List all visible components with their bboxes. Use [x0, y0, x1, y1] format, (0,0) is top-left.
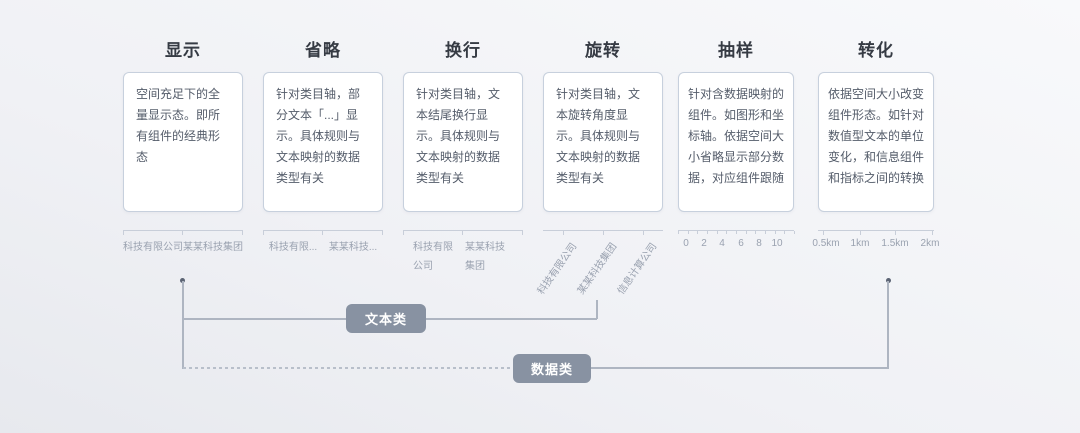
axis-label: 科技有限公司 — [123, 242, 183, 253]
axis-label: 1km — [850, 238, 870, 249]
strategy-card-transform: 依据空间大小改变组件形态。如针对数值型文本的单位变化，和信息组件和指标之间的转换 — [818, 72, 934, 212]
axis-tick — [687, 231, 689, 234]
connector-vline-right — [887, 281, 889, 369]
axis-label: 10 — [771, 238, 783, 249]
axis-label: 0.5km — [812, 238, 840, 249]
axis-line — [818, 230, 934, 231]
card-description-transform: 依据空间大小改变组件形态。如针对数值型文本的单位变化，和信息组件和指标之间的转换 — [828, 87, 925, 185]
axis-tick — [774, 231, 776, 234]
axis-tick — [403, 231, 404, 235]
connector-vline-left — [182, 281, 184, 369]
axis-tick — [784, 231, 786, 234]
column-display: 显示 空间充足下的全量显示态。即所有组件的经典形态 科技有限公司 某某科技集团 — [123, 0, 243, 433]
data-class-badge: 数据类 — [513, 354, 591, 383]
axis-label: 1.5km — [881, 238, 909, 249]
column-title-linebreak: 换行 — [445, 41, 481, 60]
column-ellipsis: 省略 针对类目轴，部分文本「...」显示。具体规则与文本映射的数据类型有关 科技… — [263, 0, 383, 433]
axis-line — [403, 230, 523, 231]
axis-preview-transform: 0.5km 1km 1.5km 2km — [812, 230, 939, 320]
axis-label: 8 — [756, 238, 762, 249]
axis-label: 科技有限... — [268, 242, 318, 253]
connector-dot-right — [886, 278, 891, 283]
data-class-line — [589, 367, 888, 369]
axis-tick — [794, 231, 795, 234]
axis-label: 0 — [683, 238, 689, 249]
strategy-card-sampling: 针对含数据映射的组件。如图形和坐标轴。依据空间大小省略显示部分数据，对应组件跟随 — [678, 72, 794, 212]
axis-label: 某某科技集团 — [183, 242, 243, 253]
strategy-card-linebreak: 针对类目轴，文本结尾换行显示。具体规则与文本映射的数据类型有关 — [403, 72, 523, 212]
axis-preview-linebreak: 科技有限 公司 某某科技 集团 — [403, 230, 523, 320]
axis-tick — [860, 231, 861, 235]
axis-tick — [697, 231, 699, 234]
axis-tick — [736, 231, 737, 234]
text-class-badge: 文本类 — [346, 304, 426, 333]
axis-tick — [678, 231, 679, 234]
card-description-ellipsis: 针对类目轴，部分文本「...」显示。具体规则与文本映射的数据类型有关 — [276, 87, 361, 185]
axis-line — [263, 230, 383, 231]
axis-tick — [462, 231, 463, 235]
strategy-card-rotate: 针对类目轴，文本旋转角度显示。具体规则与文本映射的数据类型有关 — [543, 72, 663, 212]
axis-tick — [823, 231, 824, 235]
axis-tick — [123, 231, 124, 235]
column-title-ellipsis: 省略 — [305, 41, 341, 60]
axis-line — [543, 230, 663, 231]
axis-tick — [322, 231, 323, 235]
strategy-card-ellipsis: 针对类目轴，部分文本「...」显示。具体规则与文本映射的数据类型有关 — [263, 72, 383, 212]
axis-tick — [382, 231, 383, 235]
axis-preview-display: 科技有限公司 某某科技集团 — [123, 230, 243, 320]
axis-tick — [522, 231, 523, 235]
axis-preview-ellipsis: 科技有限... 某某科技... — [263, 230, 383, 320]
axis-tick — [563, 231, 564, 235]
axis-label: 4 — [719, 238, 725, 249]
axis-tick — [242, 231, 243, 235]
axis-tick — [182, 231, 183, 235]
axis-tick — [932, 231, 933, 235]
axis-line — [678, 230, 794, 231]
text-class-vline-right — [596, 300, 598, 319]
strategy-card-display: 空间充足下的全量显示态。即所有组件的经典形态 — [123, 72, 243, 212]
axis-preview-sampling: 0 2 4 6 8 10 — [678, 230, 795, 320]
card-description-display: 空间充足下的全量显示态。即所有组件的经典形态 — [136, 87, 221, 164]
axis-label: 某某科技... — [328, 242, 378, 253]
axis-tick — [895, 231, 896, 235]
axis-label: 2km — [920, 238, 940, 249]
axis-tick — [263, 231, 264, 235]
axis-label: 2 — [701, 238, 707, 249]
column-title-transform: 转化 — [858, 41, 894, 60]
data-class-dashed-line — [183, 367, 516, 369]
column-sampling: 抽样 针对含数据映射的组件。如图形和坐标轴。依据空间大小省略显示部分数据，对应组… — [678, 0, 795, 433]
column-title-sampling: 抽样 — [718, 41, 754, 60]
axis-tick — [745, 231, 747, 234]
axis-label: 6 — [738, 238, 744, 249]
connector-dot-left — [180, 278, 185, 283]
axis-tick — [643, 231, 644, 235]
axis-tick — [603, 231, 604, 235]
axis-tick — [765, 231, 766, 234]
column-title-rotate: 旋转 — [585, 41, 621, 60]
card-description-linebreak: 针对类目轴，文本结尾换行显示。具体规则与文本映射的数据类型有关 — [416, 87, 501, 185]
axis-tick — [755, 231, 757, 234]
card-description-sampling: 针对含数据映射的组件。如图形和坐标轴。依据空间大小省略显示部分数据，对应组件跟随 — [688, 87, 785, 185]
axis-tick — [716, 231, 718, 234]
axis-tick — [726, 231, 728, 234]
card-description-rotate: 针对类目轴，文本旋转角度显示。具体规则与文本映射的数据类型有关 — [556, 87, 641, 185]
column-rotate: 旋转 针对类目轴，文本旋转角度显示。具体规则与文本映射的数据类型有关 科技有限公… — [536, 0, 663, 433]
column-linebreak: 换行 针对类目轴，文本结尾换行显示。具体规则与文本映射的数据类型有关 科技有限 … — [403, 0, 523, 433]
axis-label-wrapped: 某某科技 集团 — [465, 242, 505, 272]
axis-line — [123, 230, 243, 231]
column-transform: 转化 依据空间大小改变组件形态。如针对数值型文本的单位变化，和信息组件和指标之间… — [812, 0, 939, 433]
axis-label-wrapped: 科技有限 公司 — [413, 242, 453, 272]
column-title-display: 显示 — [165, 41, 201, 60]
axis-tick — [707, 231, 708, 234]
axis-preview-rotate: 科技有限公司 某某科技集团 信息计算公司 — [536, 230, 663, 320]
